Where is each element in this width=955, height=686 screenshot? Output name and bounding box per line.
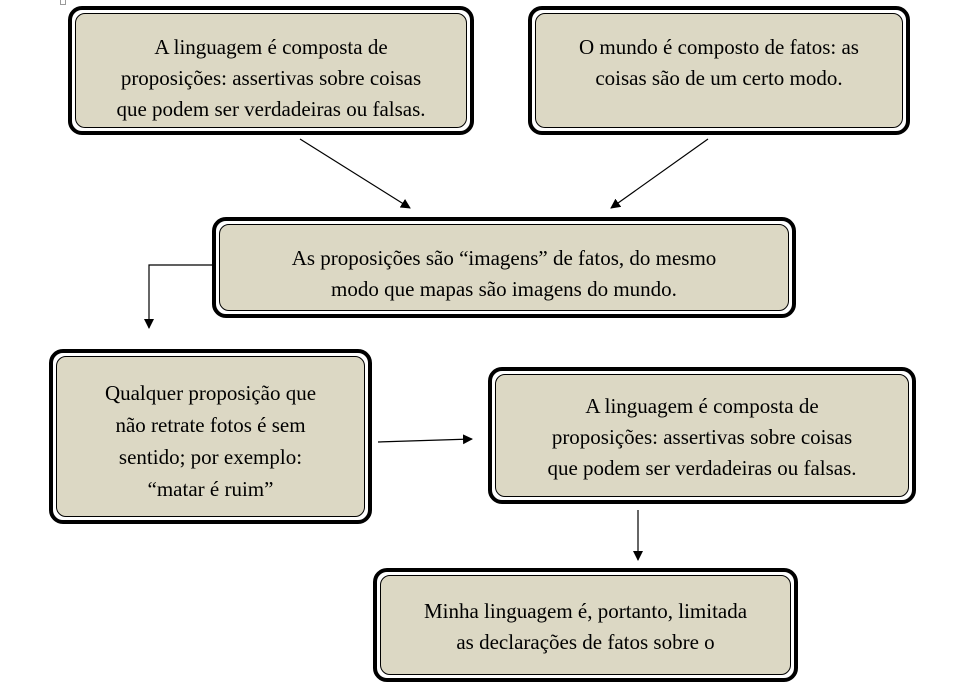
box-text: As proposições são “imagens” de fatos, d…: [291, 246, 717, 301]
box-inner: As proposições são “imagens” de fatos, d…: [219, 224, 789, 311]
arrow-world-to-propositions: [610, 138, 709, 209]
box-language-propositions-right: A linguagem é composta de proposições: a…: [488, 367, 916, 504]
box-language-propositions-top: A linguagem é composta de proposições: a…: [68, 6, 474, 135]
box-text: A linguagem é composta de proposições: a…: [116, 35, 426, 121]
box-inner: Minha linguagem é, portanto, limitada as…: [380, 575, 791, 675]
arrow-language-to-propositions: [299, 138, 411, 209]
corner-crop-mark: [60, 0, 66, 5]
box-inner: O mundo é composto de fatos: as coisas s…: [535, 13, 903, 128]
arrow-meaningless-to-language: [377, 434, 473, 445]
box-world-facts: O mundo é composto de fatos: as coisas s…: [528, 6, 910, 135]
box-meaningless-propositions: Qualquer proposição que não retrate foto…: [49, 349, 372, 524]
box-inner: A linguagem é composta de proposições: a…: [75, 13, 467, 128]
box-my-language-limited: Minha linguagem é, portanto, limitada as…: [373, 568, 798, 682]
box-text: Minha linguagem é, portanto, limitada as…: [423, 599, 748, 654]
box-text: Qualquer proposição que não retrate foto…: [104, 381, 317, 501]
box-text: A linguagem é composta de proposições: a…: [547, 394, 857, 480]
box-inner: Qualquer proposição que não retrate foto…: [56, 356, 365, 517]
box-inner: A linguagem é composta de proposições: a…: [495, 374, 909, 497]
arrow-propositions-to-meaningless: [144, 264, 212, 329]
box-propositions-images: As proposições são “imagens” de fatos, d…: [212, 217, 796, 318]
box-text: O mundo é composto de fatos: as coisas s…: [579, 35, 859, 90]
